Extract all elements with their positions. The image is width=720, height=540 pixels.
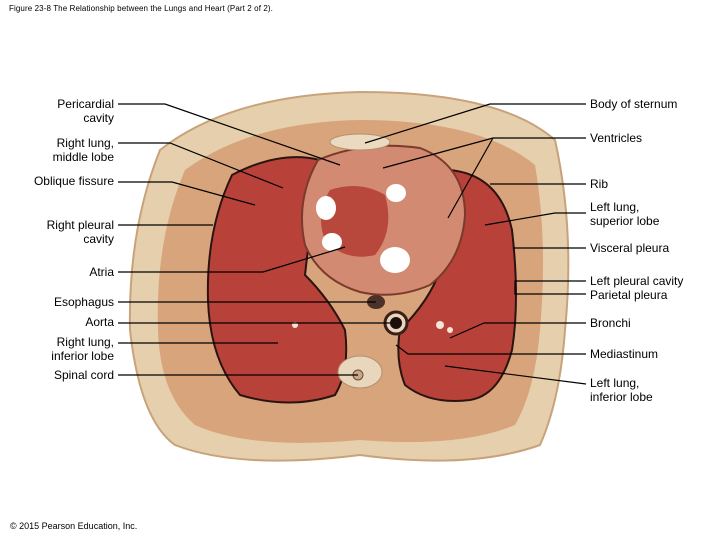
label-aorta: Aorta: [85, 315, 114, 329]
leader-lines-left: [118, 103, 390, 376]
sternum: [329, 133, 391, 151]
label-left-pleural-cavity: Left pleural cavity: [590, 274, 684, 288]
label-ventricles: Ventricles: [590, 131, 643, 145]
label-right-pleural-cavity: Right pleural cavity: [46, 218, 114, 246]
label-parietal-pleura: Parietal pleura: [590, 288, 668, 302]
label-visceral-pleura: Visceral pleura: [590, 241, 670, 255]
heart-chamber: [316, 196, 336, 220]
label-pericardial-cavity: Pericardial cavity: [57, 97, 114, 125]
label-atria: Atria: [89, 265, 114, 279]
leader-line-right-lung-middle-lobe: [118, 142, 284, 189]
bronchus: [447, 327, 453, 333]
leader-line-left-pleural-cavity: [514, 280, 586, 295]
label-left-lung-superior-lobe: Left lung, superior lobe: [590, 200, 660, 228]
leader-line-oblique-fissure: [118, 181, 256, 206]
leader-line-ventricles-2: [447, 137, 494, 219]
figure-title: Figure 23-8 The Relationship between the…: [9, 4, 273, 13]
bronchus: [436, 321, 444, 329]
label-bronchi: Bronchi: [590, 316, 631, 330]
leader-line-bronchi: [449, 322, 586, 339]
heart-chamber: [322, 233, 342, 251]
leader-line-mediastinum: [395, 344, 586, 355]
heart-chamber: [380, 247, 410, 273]
leader-line-left-lung-superior-lobe: [484, 212, 586, 226]
leader-line-pericardial-cavity: [118, 103, 341, 166]
label-spinal-cord: Spinal cord: [53, 368, 114, 382]
label-body-of-sternum: Body of sternum: [590, 97, 678, 111]
copyright-notice: © 2015 Pearson Education, Inc.: [10, 521, 138, 531]
label-esophagus: Esophagus: [53, 295, 114, 309]
label-oblique-fissure: Oblique fissure: [33, 174, 114, 188]
label-left-lung-inferior-lobe: Left lung, inferior lobe: [590, 376, 653, 404]
label-rib: Rib: [590, 177, 609, 191]
leader-line-body-of-sternum: [364, 103, 586, 144]
leader-line-atria: [118, 246, 346, 273]
label-right-lung-middle-lobe: Right lung, middle lobe: [52, 136, 114, 164]
leader-line-left-lung-inferior-lobe: [444, 365, 587, 385]
heart-chamber: [386, 184, 406, 202]
aorta-lumen: [390, 317, 402, 329]
leader-lines-right: [364, 103, 587, 385]
label-mediastinum: Mediastinum: [590, 347, 659, 361]
label-right-lung-inferior-lobe: Right lung, inferior lobe: [51, 335, 114, 363]
